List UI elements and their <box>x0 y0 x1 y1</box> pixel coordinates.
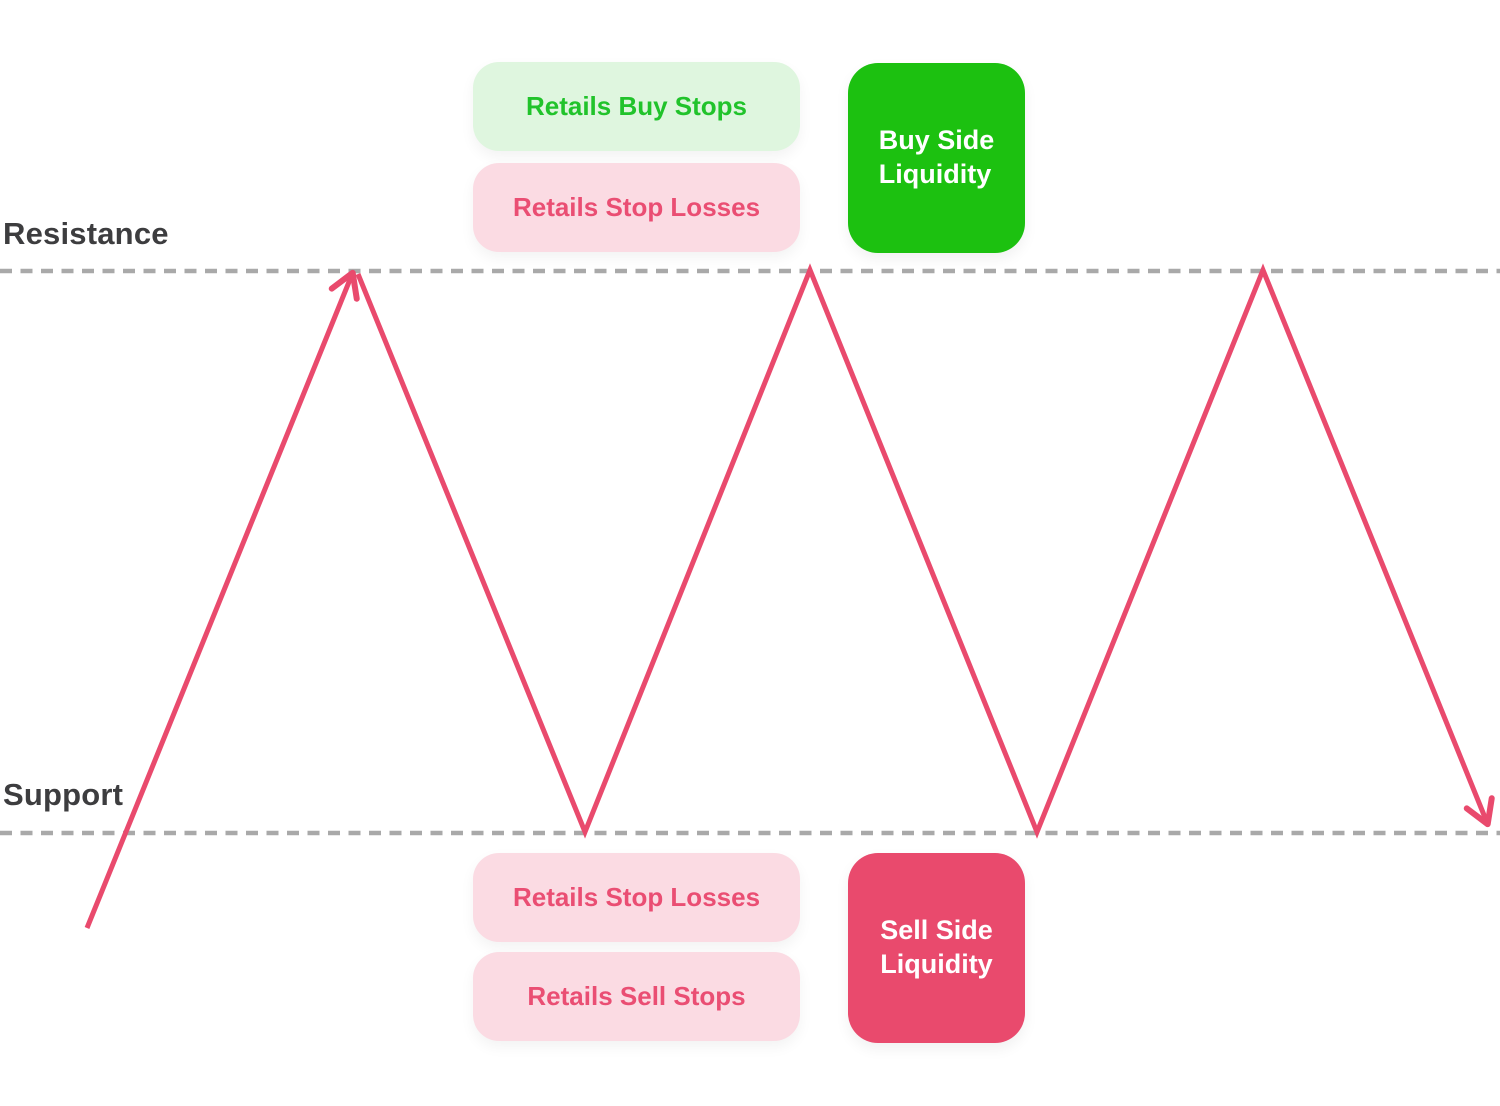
impulse-up-line <box>84 269 360 929</box>
sell-side-liquidity-box: Sell Side Liquidity <box>848 853 1025 1043</box>
retails-buy-stops-badge: Retails Buy Stops <box>473 62 800 151</box>
retails-sell-stops-badge: Retails Sell Stops <box>473 952 800 1041</box>
retails-stop-losses-top-badge: Retails Stop Losses <box>473 163 800 252</box>
zigzag-price-line <box>355 263 1495 839</box>
retails-stop-losses-bottom-badge: Retails Stop Losses <box>473 853 800 942</box>
support-label: Support <box>3 777 124 812</box>
buy-side-liquidity-box: Buy Side Liquidity <box>848 63 1025 253</box>
resistance-label: Resistance <box>3 216 169 251</box>
